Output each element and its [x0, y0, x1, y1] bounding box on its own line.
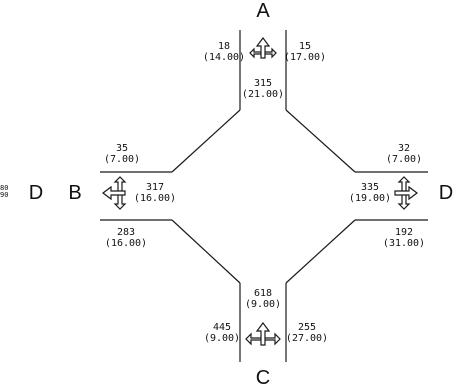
lane-arrow-left-straight-right-icon [245, 322, 281, 346]
a-left-turn-count: 18 [217, 41, 231, 52]
left-edge-fragment: 80 90 [0, 185, 8, 199]
b-lower-value: (16.00) [104, 238, 148, 249]
d-upper-count: 32 [397, 143, 411, 154]
b-main-value: (16.00) [133, 193, 177, 204]
b-main-label: 317 (16.00) [134, 182, 176, 204]
c-right-turn-count: 255 [297, 322, 317, 333]
a-right-turn-label: 15 (17.00) [284, 41, 326, 63]
node-label-d-right: D [438, 182, 454, 204]
c-left-turn-label: 445 (9.00) [204, 322, 240, 344]
b-lower-label: 283 (16.00) [105, 227, 147, 249]
left-edge-fragment-bottom: 90 [0, 191, 9, 199]
node-label-b: B [68, 182, 82, 204]
c-right-turn-value: (27.00) [285, 333, 329, 344]
b-main-count: 317 [145, 182, 165, 193]
lane-arrow-left-straight-right-icon [249, 37, 277, 59]
road-edge-diagonal-a-d [285, 109, 356, 173]
a-right-turn-value: (17.00) [283, 52, 327, 63]
node-label-c: C [255, 367, 271, 389]
b-upper-value: (7.00) [103, 154, 141, 165]
b-upper-count: 35 [115, 143, 129, 154]
a-left-turn-value: (14.00) [202, 52, 246, 63]
c-link-count: 618 [253, 288, 273, 299]
road-edge-diagonal-b-c [171, 219, 241, 284]
d-lower-value: (31.00) [382, 238, 426, 249]
d-main-label: 335 (19.00) [349, 182, 391, 204]
d-upper-label: 32 (7.00) [386, 143, 422, 165]
node-label-a: A [256, 0, 270, 22]
b-upper-label: 35 (7.00) [104, 143, 140, 165]
d-main-value: (19.00) [348, 193, 392, 204]
lane-arrow-straight-right-icon [394, 176, 418, 210]
road-edge-diagonal-d-c [285, 219, 356, 284]
c-left-turn-value: (9.00) [203, 333, 241, 344]
a-right-turn-count: 15 [298, 41, 312, 52]
d-main-count: 335 [360, 182, 380, 193]
b-lower-count: 283 [116, 227, 136, 238]
c-link-value: (9.00) [244, 299, 282, 310]
d-upper-value: (7.00) [385, 154, 423, 165]
d-lower-label: 192 (31.00) [383, 227, 425, 249]
d-lower-count: 192 [394, 227, 414, 238]
a-link-count: 315 [253, 78, 273, 89]
a-link-value: (21.00) [241, 89, 285, 100]
c-left-turn-count: 445 [212, 322, 232, 333]
a-link-label: 315 (21.00) [242, 78, 284, 100]
c-right-turn-label: 255 (27.00) [286, 322, 328, 344]
a-left-turn-label: 18 (14.00) [203, 41, 245, 63]
left-edge-fragment-top: 80 [0, 184, 9, 192]
lane-arrow-straight-right-icon [102, 176, 127, 210]
node-label-d-left: D [28, 182, 44, 204]
c-link-label: 618 (9.00) [245, 288, 281, 310]
road-edge-diagonal-a-b [171, 109, 241, 173]
